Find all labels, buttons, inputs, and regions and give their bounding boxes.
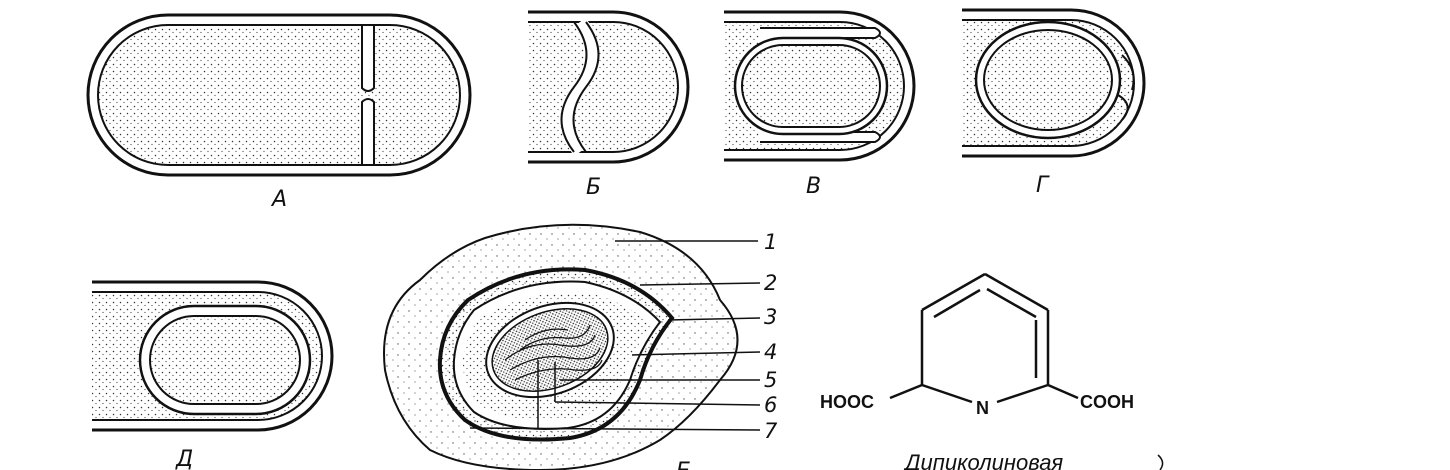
dipicolinic-acid-structure [889, 272, 1079, 404]
cell-panel-a [86, 13, 472, 177]
cell-panel-g [962, 8, 1146, 158]
layer-number-4: 4 [764, 340, 777, 364]
cell-panel-v [724, 10, 916, 162]
cell-panel-b [528, 10, 690, 164]
cropped-bracket-mark [1157, 454, 1164, 470]
panel-label-b: Б [586, 175, 601, 200]
panel-label-a: А [270, 187, 287, 212]
molecule-caption: Дипиколиновая [902, 450, 1063, 470]
spore-layer-7 [504, 324, 603, 381]
right-carboxyl-label: COOH [1080, 392, 1134, 412]
mature-spore [383, 223, 739, 470]
cell-panel-d [92, 280, 334, 432]
layer-number-7: 7 [764, 419, 778, 443]
panel-label-d: Д [175, 447, 193, 470]
layer-leader-lines [469, 240, 761, 431]
panel-label-e: Е [676, 459, 690, 470]
left-carboxyl-label: HOOC [820, 392, 874, 412]
ring-nitrogen-label: N [976, 398, 989, 418]
layer-number-2: 2 [764, 271, 777, 295]
layer-number-6: 6 [764, 393, 777, 417]
layer-number-5: 5 [764, 368, 777, 392]
layer-number-1: 1 [764, 230, 777, 254]
panel-label-g: Г [1036, 173, 1050, 198]
panel-label-v: В [806, 174, 821, 199]
layer-number-3: 3 [764, 305, 777, 329]
